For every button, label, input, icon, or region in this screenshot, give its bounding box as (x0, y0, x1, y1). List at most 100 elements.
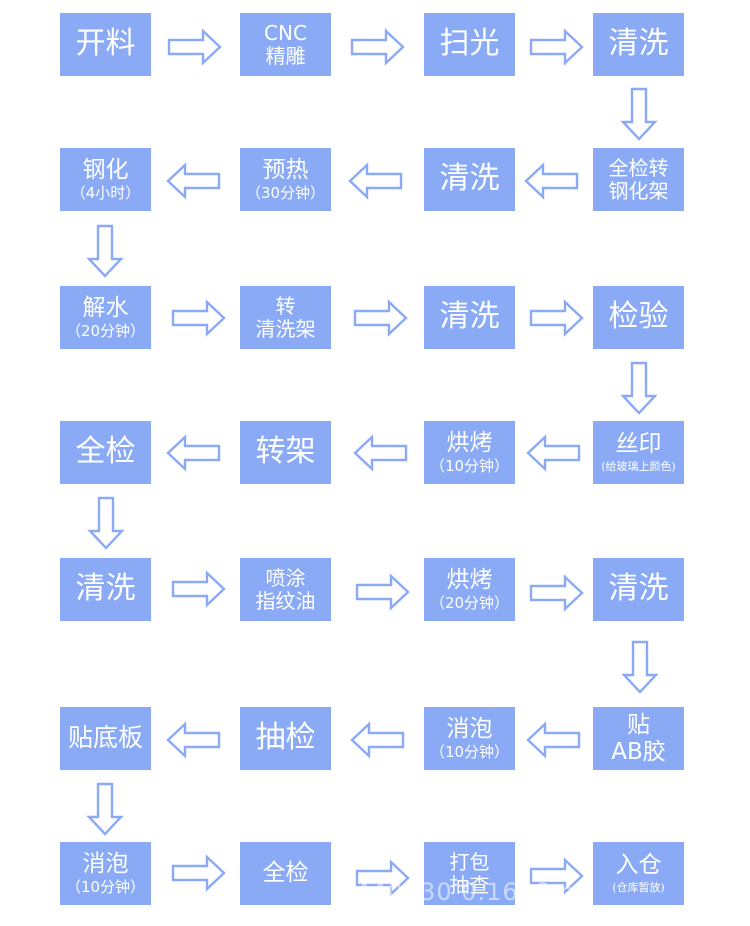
arrow-right-icon (529, 857, 584, 895)
arrow-down-icon (621, 640, 659, 694)
step-quanjian-1: 全检 (60, 421, 151, 484)
arrow-left-icon (348, 162, 403, 200)
step-label: 解水 (82, 294, 129, 321)
step-label: 开料 (75, 26, 136, 62)
arrow-down-icon (620, 361, 658, 415)
step-label: 转架 (255, 434, 316, 470)
step-label: 预热 (262, 156, 309, 183)
arrow-right-icon (171, 299, 226, 337)
step-quanjian-2: 全检 (240, 842, 331, 905)
step-duration: （20分钟） (65, 322, 146, 341)
arrow-right-icon (353, 299, 408, 337)
step-qingxi-5: 清洗 (593, 558, 684, 621)
step-duration: （4小时） (70, 184, 141, 203)
step-dabao-choucha: 打包 抽查 (424, 842, 515, 905)
step-label: 全检 (262, 860, 309, 887)
step-ganghua: 钢化 （4小时） (60, 148, 151, 211)
arrow-down-icon (86, 782, 124, 836)
step-label: 入仓 (615, 852, 662, 879)
arrow-right-icon (355, 859, 410, 897)
step-quanjian-zhuan: 全检转 钢化架 (593, 148, 684, 211)
arrow-left-icon (524, 162, 579, 200)
step-label: 烘烤 (446, 566, 493, 593)
step-label: 清洗 (439, 299, 500, 335)
step-label: 清洗 (439, 161, 500, 197)
step-label: CNC (264, 20, 307, 45)
step-cnc: CNC 精雕 (240, 13, 331, 76)
step-duration: （10分钟） (429, 743, 510, 762)
arrow-down-icon (87, 496, 125, 550)
arrow-left-icon (350, 721, 405, 759)
step-kailiao: 开料 (60, 13, 151, 76)
step-zhuanjia: 转架 (240, 421, 331, 484)
step-label: 精雕 (265, 43, 306, 68)
step-choujian: 抽检 (240, 707, 331, 770)
step-label: 抽检 (255, 720, 316, 756)
arrow-left-icon (353, 434, 408, 472)
step-label: 清洗架 (255, 316, 316, 341)
step-label: 检验 (608, 299, 669, 335)
step-label: 全检转 (608, 155, 669, 180)
step-tiedieban: 贴底板 (60, 707, 151, 770)
step-note: (给玻璃上颜色) (601, 459, 676, 473)
step-duration: （10分钟） (429, 457, 510, 476)
step-duration: （20分钟） (429, 594, 510, 613)
step-tie-abjiao: 贴 AB胶 (593, 707, 684, 770)
step-label: 指纹油 (255, 588, 316, 613)
step-label: 钢化 (82, 156, 129, 183)
step-label: 抽查 (449, 872, 490, 897)
step-rucang: 入仓 (仓库暂放) (593, 842, 684, 905)
step-penTu: 喷涂 指纹油 (240, 558, 331, 621)
arrow-left-icon (166, 162, 221, 200)
arrow-left-icon (166, 721, 221, 759)
step-label: 钢化架 (608, 178, 669, 203)
step-label: 消泡 (446, 715, 493, 742)
step-saoguang: 扫光 (424, 13, 515, 76)
step-label: 消泡 (82, 850, 129, 877)
step-label: 清洗 (75, 571, 136, 607)
step-qingxi-1: 清洗 (593, 13, 684, 76)
arrow-right-icon (350, 28, 405, 66)
arrow-right-icon (355, 573, 410, 611)
step-note: (仓库暂放) (612, 880, 665, 894)
arrow-down-icon (620, 87, 658, 141)
step-label: 烘烤 (446, 429, 493, 456)
arrow-left-icon (526, 434, 581, 472)
step-qingxi-2: 清洗 (424, 148, 515, 211)
arrow-left-icon (166, 434, 221, 472)
step-duration: （10分钟） (65, 878, 146, 897)
arrow-right-icon (529, 28, 584, 66)
step-xiaopao-1: 消泡 （10分钟） (424, 707, 515, 770)
step-qingxi-3: 清洗 (424, 286, 515, 349)
arrow-right-icon (529, 299, 584, 337)
step-label: 清洗 (608, 26, 669, 62)
arrow-right-icon (529, 574, 584, 612)
step-yure: 预热 （30分钟） (240, 148, 331, 211)
step-label: 喷涂 (265, 565, 306, 590)
step-label: 贴底板 (67, 723, 143, 753)
step-label: 扫光 (439, 26, 500, 62)
step-jianyan: 检验 (593, 286, 684, 349)
step-label: 全检 (75, 434, 136, 470)
arrow-right-icon (171, 570, 226, 608)
step-jieshui: 解水 （20分钟） (60, 286, 151, 349)
step-label: 清洗 (608, 571, 669, 607)
step-hongkao-10: 烘烤 （10分钟） (424, 421, 515, 484)
watermark-text: 440730 0.1688.c (355, 878, 575, 906)
step-duration: （30分钟） (245, 184, 326, 203)
step-siyin: 丝印 (给玻璃上颜色) (593, 421, 684, 484)
step-xiaopao-2: 消泡 （10分钟） (60, 842, 151, 905)
step-zhuan-qingxijia: 转 清洗架 (240, 286, 331, 349)
step-label: 转 (275, 293, 296, 318)
step-label: AB胶 (611, 738, 666, 765)
arrow-down-icon (86, 224, 124, 278)
step-label: 打包 (449, 849, 490, 874)
arrow-right-icon (171, 854, 226, 892)
arrow-right-icon (167, 28, 222, 66)
arrow-left-icon (526, 721, 581, 759)
step-hongkao-20: 烘烤 （20分钟） (424, 558, 515, 621)
step-qingxi-4: 清洗 (60, 558, 151, 621)
step-label: 丝印 (615, 431, 662, 458)
step-label: 贴 (627, 712, 650, 739)
